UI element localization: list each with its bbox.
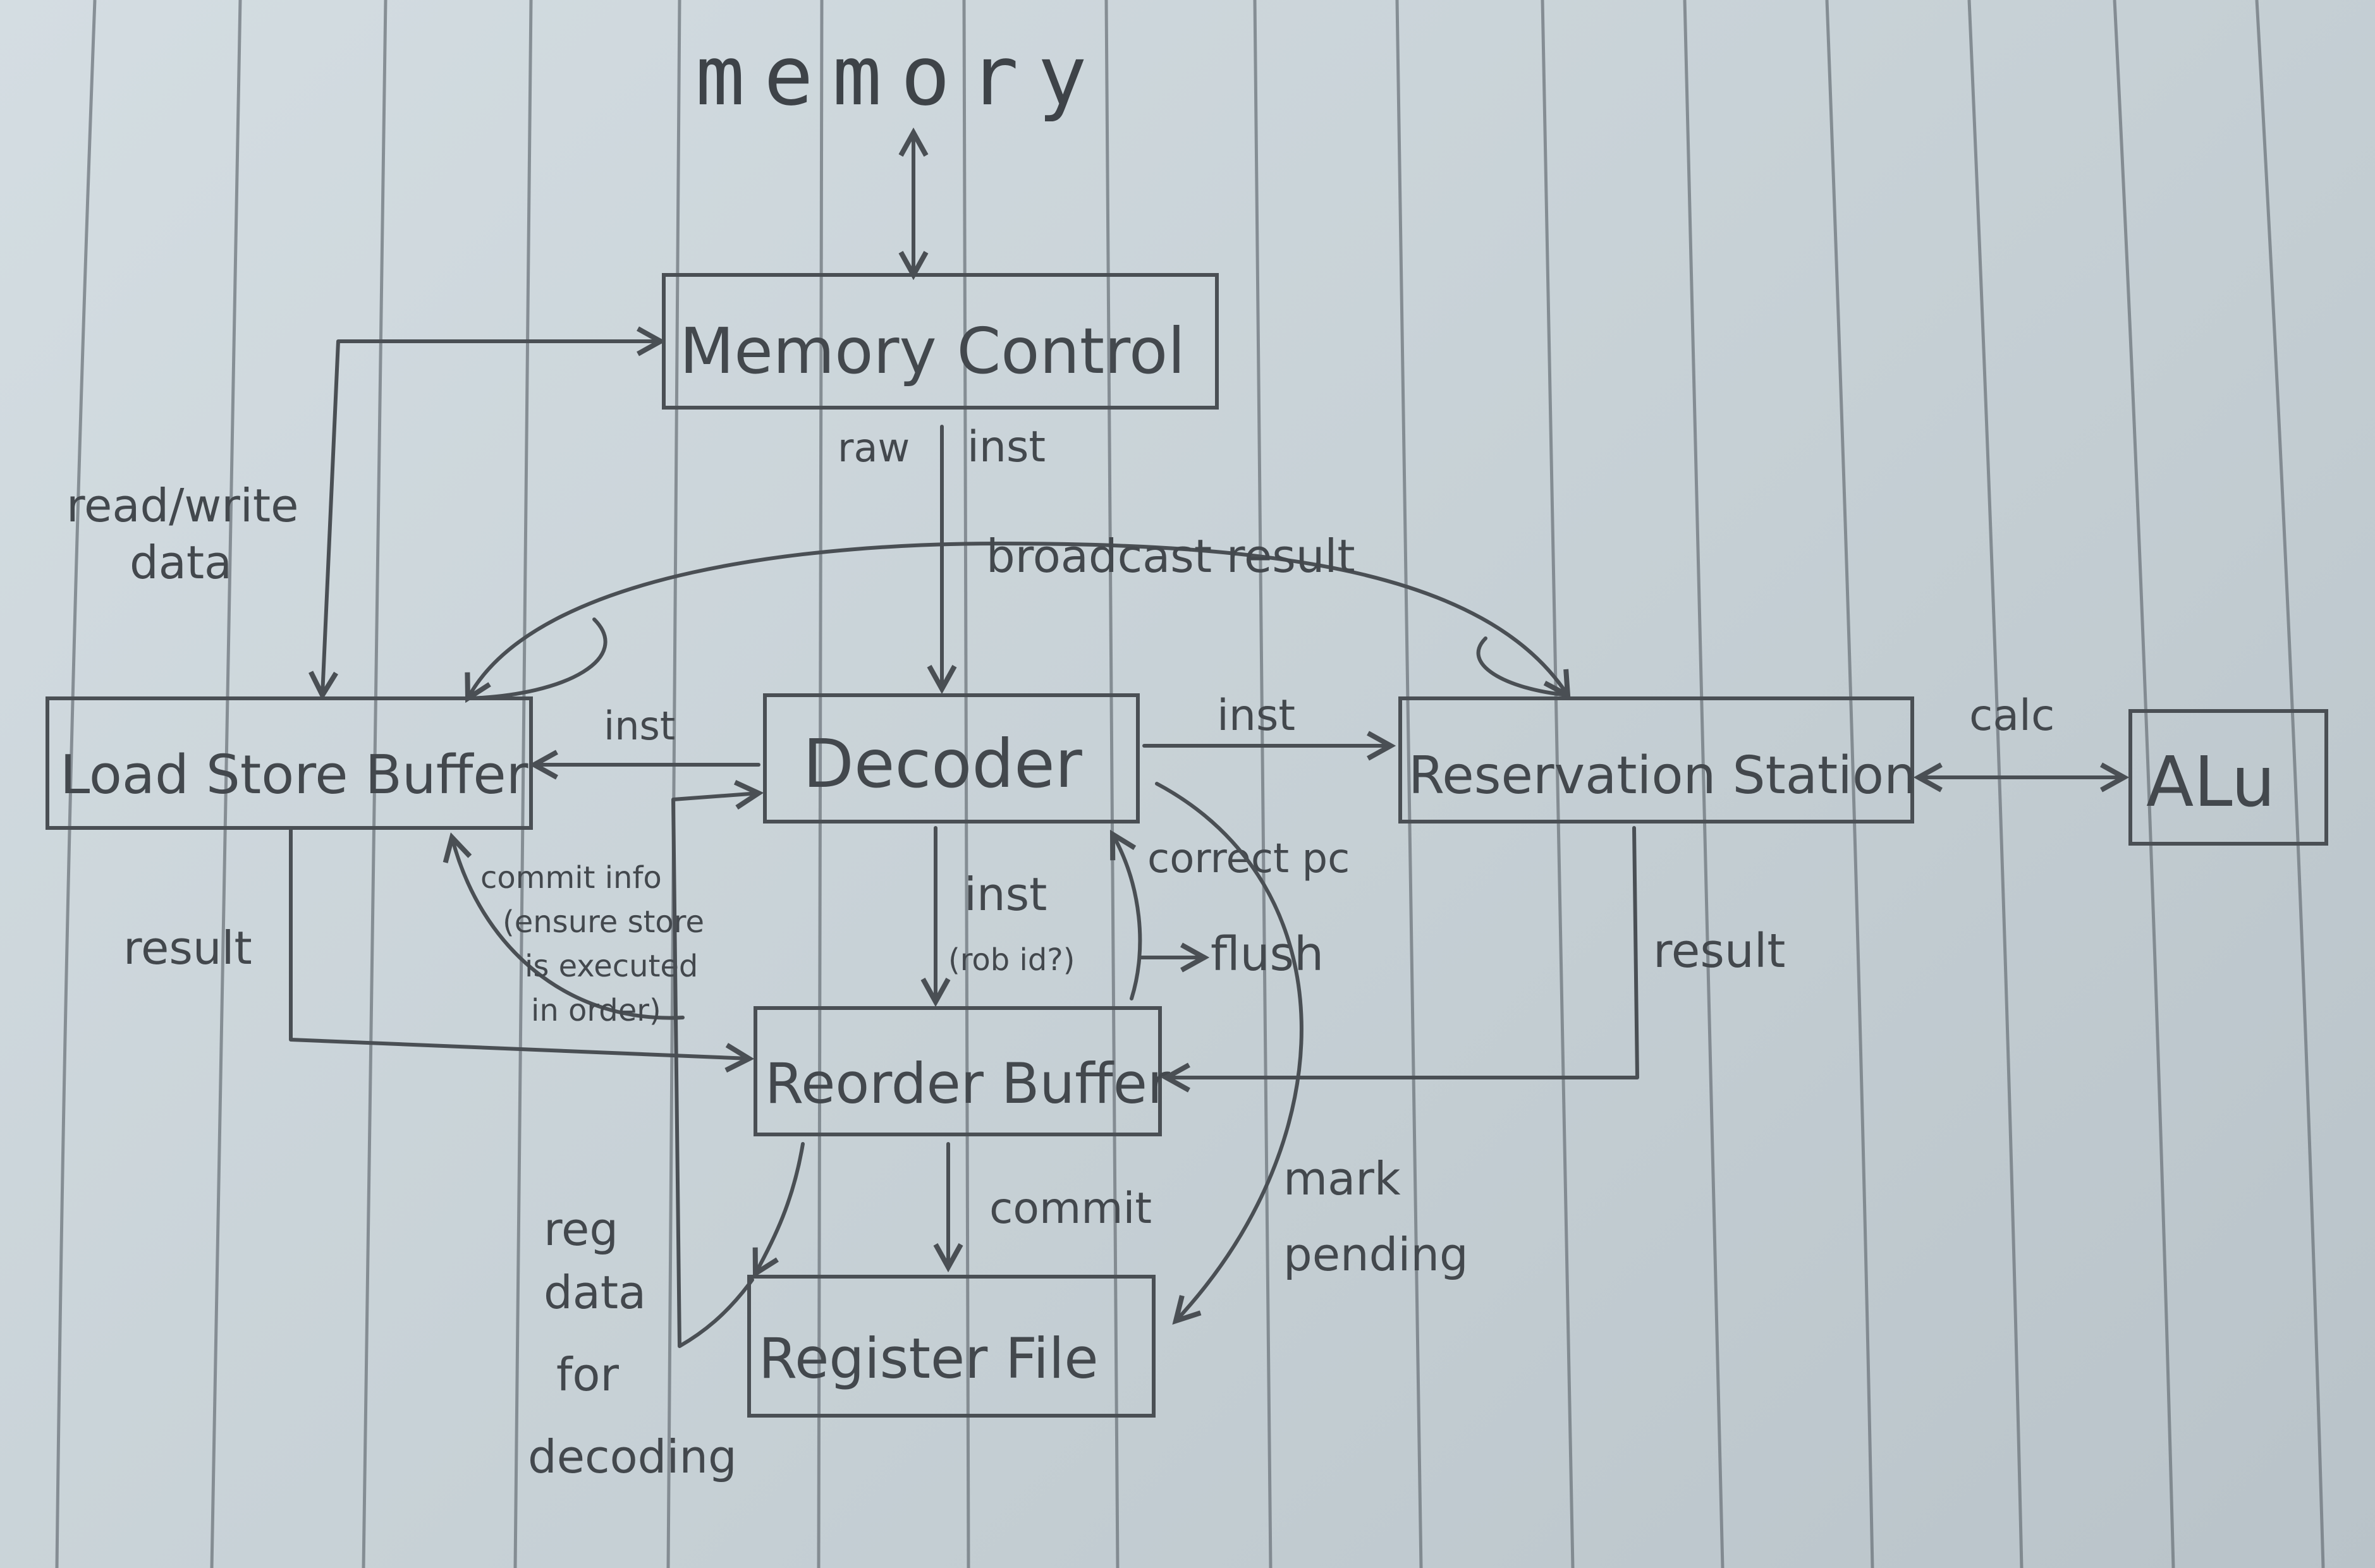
load-store-buffer-label: Load Store Buffer [60,744,528,806]
mark-pending-arrow [1155,782,1304,1321]
decoder-label: Decoder [803,726,1083,803]
inst-dec-rs-label: inst [1217,691,1295,741]
reg-data-label-2: data [544,1266,646,1319]
broadcast-result-arrow [468,542,1568,698]
reg-data-label-1: reg [544,1203,618,1256]
reorder-buffer-box [754,1006,1162,1136]
read-write-label-2: data [130,536,232,589]
broadcast-loop-left [466,617,607,700]
commit-info-label-2: (ensure store [503,904,704,940]
register-file-label: Register File [759,1326,1099,1391]
calc-label: calc [1969,691,2054,741]
reservation-station-box [1398,696,1914,824]
reorder-buffer-label: Reorder Buffer [765,1051,1171,1116]
register-file-box [747,1275,1156,1418]
alu-box [2128,709,2328,846]
rs-result-arrow [1166,826,1639,1078]
broadcast-loop-right [1476,636,1570,697]
raw-label: raw [838,425,910,471]
memory-control-label: Memory Control [680,314,1185,388]
correct-pc-arrow [1113,834,1142,1000]
inst-mc-label: inst [967,422,1046,472]
result-rs-label: result [1653,924,1785,978]
flush-label: flush [1211,927,1324,982]
read-write-data-arrow [322,341,661,695]
inst-dec-rob-label-1: inst [964,868,1047,921]
reg-data-arrow [671,793,759,1348]
rob-to-regfile-curve [755,1142,805,1273]
reg-data-label-3: for [556,1348,619,1401]
commit-info-label-1: commit info [480,860,662,896]
mark-pending-label-2: pending [1283,1228,1468,1281]
result-lsb-label: result [123,921,252,975]
mark-pending-label-1: mark [1283,1152,1401,1205]
commit-label: commit [989,1184,1152,1234]
memory-title: memory [695,28,1106,124]
commit-info-arrow [452,837,685,1020]
reservation-station-label: Reservation Station [1408,746,1917,806]
broadcast-label: broadcast result [986,530,1355,583]
read-write-label-1: read/write [66,479,298,532]
commit-info-label-4: in order) [531,993,661,1028]
alu-label: ALu [2146,741,2275,822]
inst-dec-rob-label-2: (rob id?) [948,942,1075,978]
reg-data-label-4: decoding [528,1430,737,1483]
inst-dec-lsb-label: inst [604,703,675,749]
lsb-result-arrow [289,826,749,1059]
commit-info-label-3: is executed [525,949,698,984]
